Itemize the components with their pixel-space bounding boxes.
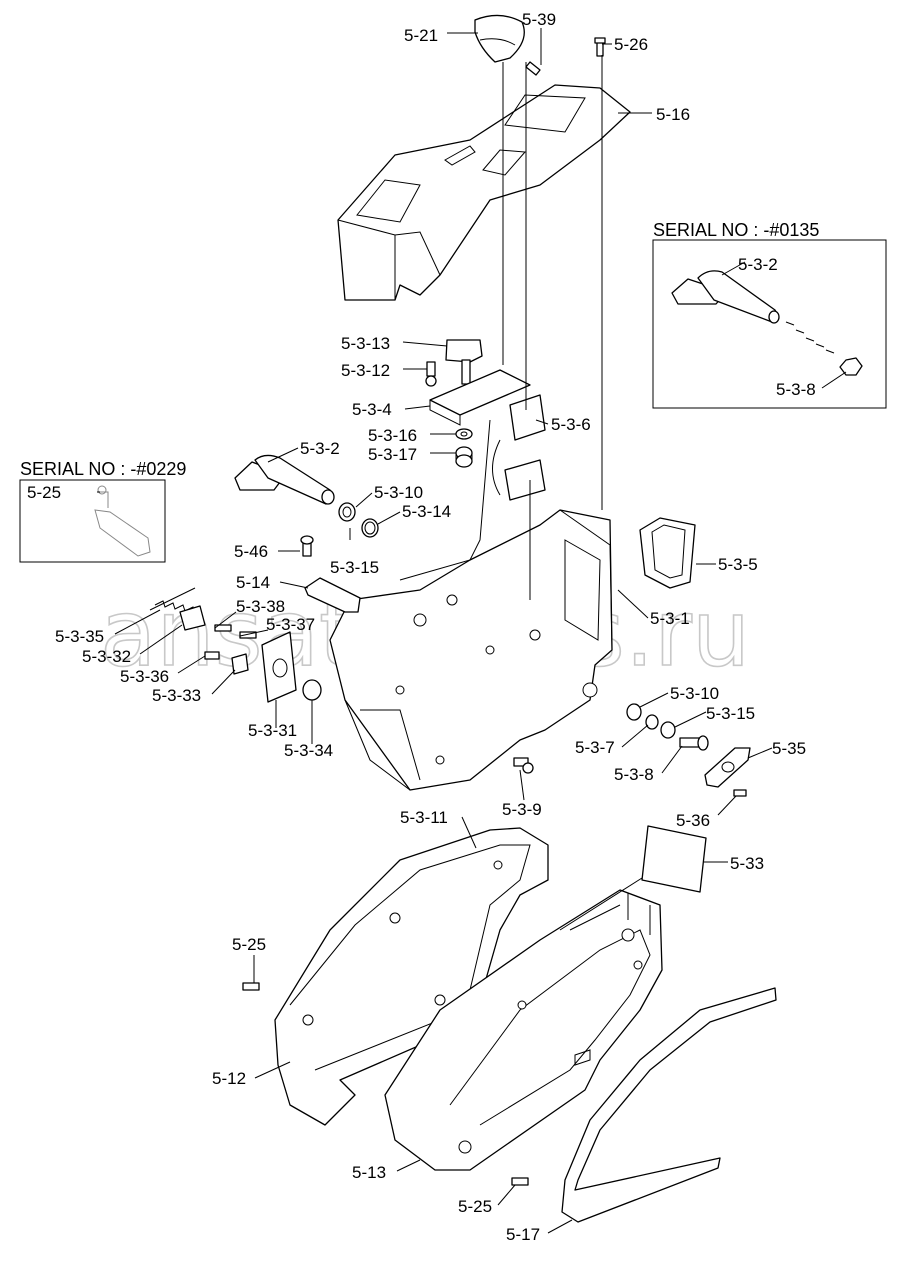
screw-5-3-12 [425,361,437,387]
label-5-3-7: 5-3-7 [575,738,615,757]
label-5-3-15-b: 5-3-15 [706,704,755,723]
label-5-46: 5-46 [234,542,268,561]
label-5-3-1: 5-3-1 [650,609,690,628]
label-5-3-8: 5-3-8 [614,765,654,784]
bolt-5-3-9 [513,757,534,774]
label-5-14: 5-14 [236,573,270,592]
label-5-33: 5-33 [730,854,764,873]
label-5-3-12: 5-3-12 [341,361,390,380]
grip-knob [474,14,525,63]
label-5-25-b: 5-25 [458,1197,492,1216]
inset-right-title: SERIAL NO : -#0135 [653,220,819,240]
inset-left-title: SERIAL NO : -#0229 [20,459,186,479]
switch-5-3-6 [492,394,546,501]
label-5-26: 5-26 [614,35,648,54]
label-5-3-6: 5-3-6 [551,415,591,434]
edge-trim-5-17 [561,987,777,1223]
label-5-12: 5-12 [212,1069,246,1088]
label-5-3-16: 5-3-16 [368,426,417,445]
label-5-3-35: 5-3-35 [55,627,104,646]
clip-5-3-33 [231,653,249,675]
label-5-3-10-b: 5-3-10 [670,684,719,703]
label-5-3-8-inset: 5-3-8 [776,380,816,399]
leader-lines [97,28,847,1234]
inset-box-left: SERIAL NO : -#0229 [19,459,186,563]
label-5-16: 5-16 [656,105,690,124]
bracket-5-3-4 [429,369,531,426]
cover-plate-5-33 [641,825,707,893]
label-5-13: 5-13 [352,1163,386,1182]
bolt-5-46 [300,535,314,557]
label-5-35: 5-35 [772,739,806,758]
oring-5-3-14 [361,518,379,538]
bushing-5-3-10 [338,502,356,522]
side-cover-5-12 [274,827,549,1126]
label-5-25-inset: 5-25 [27,483,61,502]
screw-5-25-b [511,1177,529,1186]
screw-5-26 [594,37,606,57]
lever-knob-5-3-13 [445,339,483,385]
label-5-3-15: 5-3-15 [330,558,379,577]
label-5-25-a: 5-25 [232,935,266,954]
label-5-3-14: 5-3-14 [402,502,451,521]
label-5-3-2-inset: 5-3-2 [738,255,778,274]
label-5-3-37: 5-3-37 [266,615,315,634]
label-5-3-32: 5-3-32 [82,647,131,666]
lever-shaft-5-3-2 [234,454,335,505]
screw-5-36 [733,789,747,797]
screw-5-25-a [242,982,260,991]
label-5-17: 5-17 [506,1225,540,1244]
part-labels: 5-21 5-39 5-26 5-16 5-3-2 5-3-8 5-3-13 5… [27,10,816,1244]
label-5-3-17: 5-3-17 [368,445,417,464]
switch-5-3-32 [179,605,206,631]
inset-box-right: SERIAL NO : -#0135 [652,220,887,409]
label-5-3-38: 5-3-38 [236,597,285,616]
gasket-5-3-5 [639,517,696,589]
washer-5-3-7 [645,714,659,730]
bracket-5-14 [304,577,361,613]
armrest-top-cover [337,84,631,301]
label-5-3-4: 5-3-4 [352,400,392,419]
label-5-3-10: 5-3-10 [374,483,423,502]
label-5-3-31: 5-3-31 [248,721,297,740]
washer-5-3-16 [455,428,473,440]
label-5-39: 5-39 [522,10,556,29]
plate-5-3-31 [261,631,297,703]
label-5-36: 5-36 [676,811,710,830]
label-5-3-36: 5-3-36 [120,667,169,686]
label-5-3-13: 5-3-13 [341,334,390,353]
inset-right-lever-part [671,270,863,376]
bushing-5-3-17 [455,446,473,468]
label-5-21: 5-21 [404,26,438,45]
label-5-3-33: 5-3-33 [152,686,201,705]
main-frame-5-3-1 [329,509,613,791]
oring-5-3-15-b [660,721,676,739]
label-5-3-2: 5-3-2 [300,439,340,458]
label-5-3-11: 5-3-11 [400,808,448,827]
label-5-3-9: 5-3-9 [502,800,542,819]
label-5-3-34: 5-3-34 [284,741,333,760]
screw-5-39 [525,61,541,76]
label-5-3-5: 5-3-5 [718,555,758,574]
cap-5-35 [704,747,751,788]
side-cover-5-13 [384,889,663,1171]
bushing-5-3-10-b [626,703,642,721]
bolt-5-3-8 [679,735,709,751]
screw-5-3-36 [204,651,220,660]
bushing-5-3-34 [302,679,322,701]
